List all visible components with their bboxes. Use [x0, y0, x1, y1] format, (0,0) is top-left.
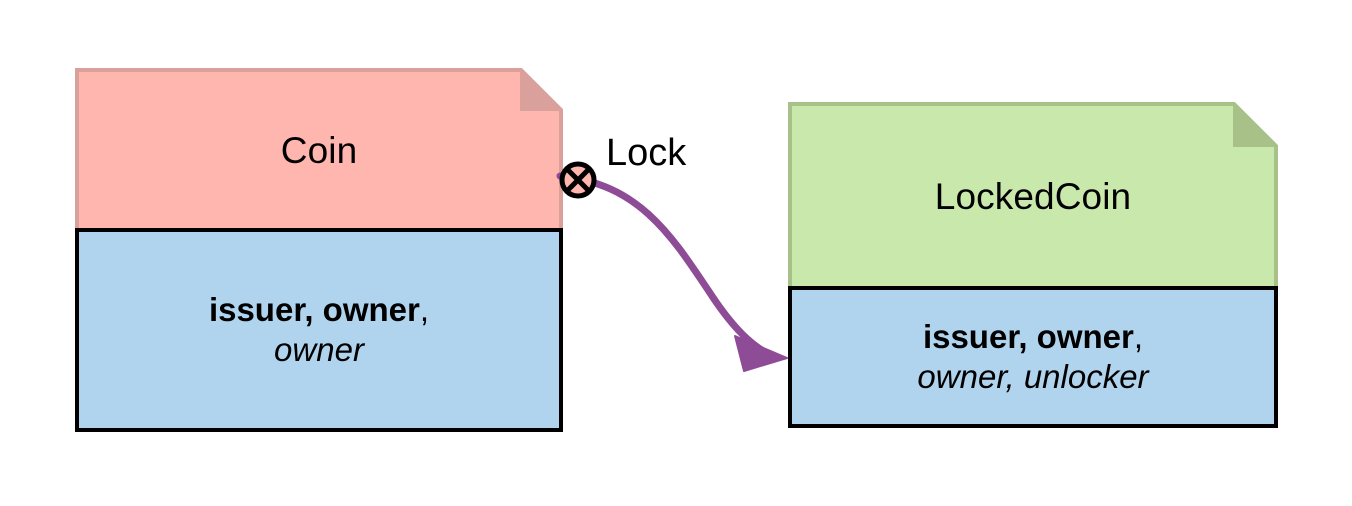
note-title-lockedcoin: LockedCoin — [934, 175, 1132, 217]
note-sheet-lockedcoin — [788, 102, 1278, 290]
note-fold-lockedcoin — [1233, 102, 1278, 147]
attribute-line-2-lockedcoin: owner, unlocker — [917, 358, 1149, 395]
note-header-lockedcoin: LockedCoin — [788, 102, 1278, 290]
connector-label-lock: Lock — [606, 132, 687, 174]
circle-x-stroke-b — [564, 166, 592, 194]
note-attributes-coin: issuer, owner, owner — [75, 228, 563, 432]
note-title-coin: Coin — [280, 129, 358, 171]
attribute-separator-coin: , — [419, 290, 430, 328]
attribute-static-keys-lockedcoin: issuer, owner — [922, 317, 1134, 355]
lock-association-curve[interactable] — [556, 172, 776, 360]
note-header-coin: Coin — [75, 68, 563, 232]
note-box-lockedcoin[interactable]: LockedCoin issuer, owner, owner, unlocke… — [788, 102, 1278, 428]
attribute-line-1-lockedcoin: issuer, owner, — [923, 317, 1143, 357]
attribute-static-keys-coin: issuer, owner — [208, 290, 420, 328]
note-box-coin[interactable]: Coin issuer, owner, owner — [75, 68, 563, 432]
note-attributes-lockedcoin: issuer, owner, owner, unlocker — [788, 286, 1278, 428]
circle-x-outline — [559, 161, 597, 199]
circle-x-icon[interactable] — [559, 161, 597, 199]
attribute-separator-lockedcoin: , — [1133, 317, 1144, 355]
note-fold-coin — [520, 68, 563, 111]
attribute-line-2-coin: owner — [274, 331, 364, 368]
circle-x-stroke-a — [564, 166, 592, 194]
lock-arrowhead-icon — [734, 335, 788, 372]
attribute-line-1-coin: issuer, owner, — [209, 290, 429, 330]
note-header-shape-lockedcoin — [788, 102, 1278, 290]
